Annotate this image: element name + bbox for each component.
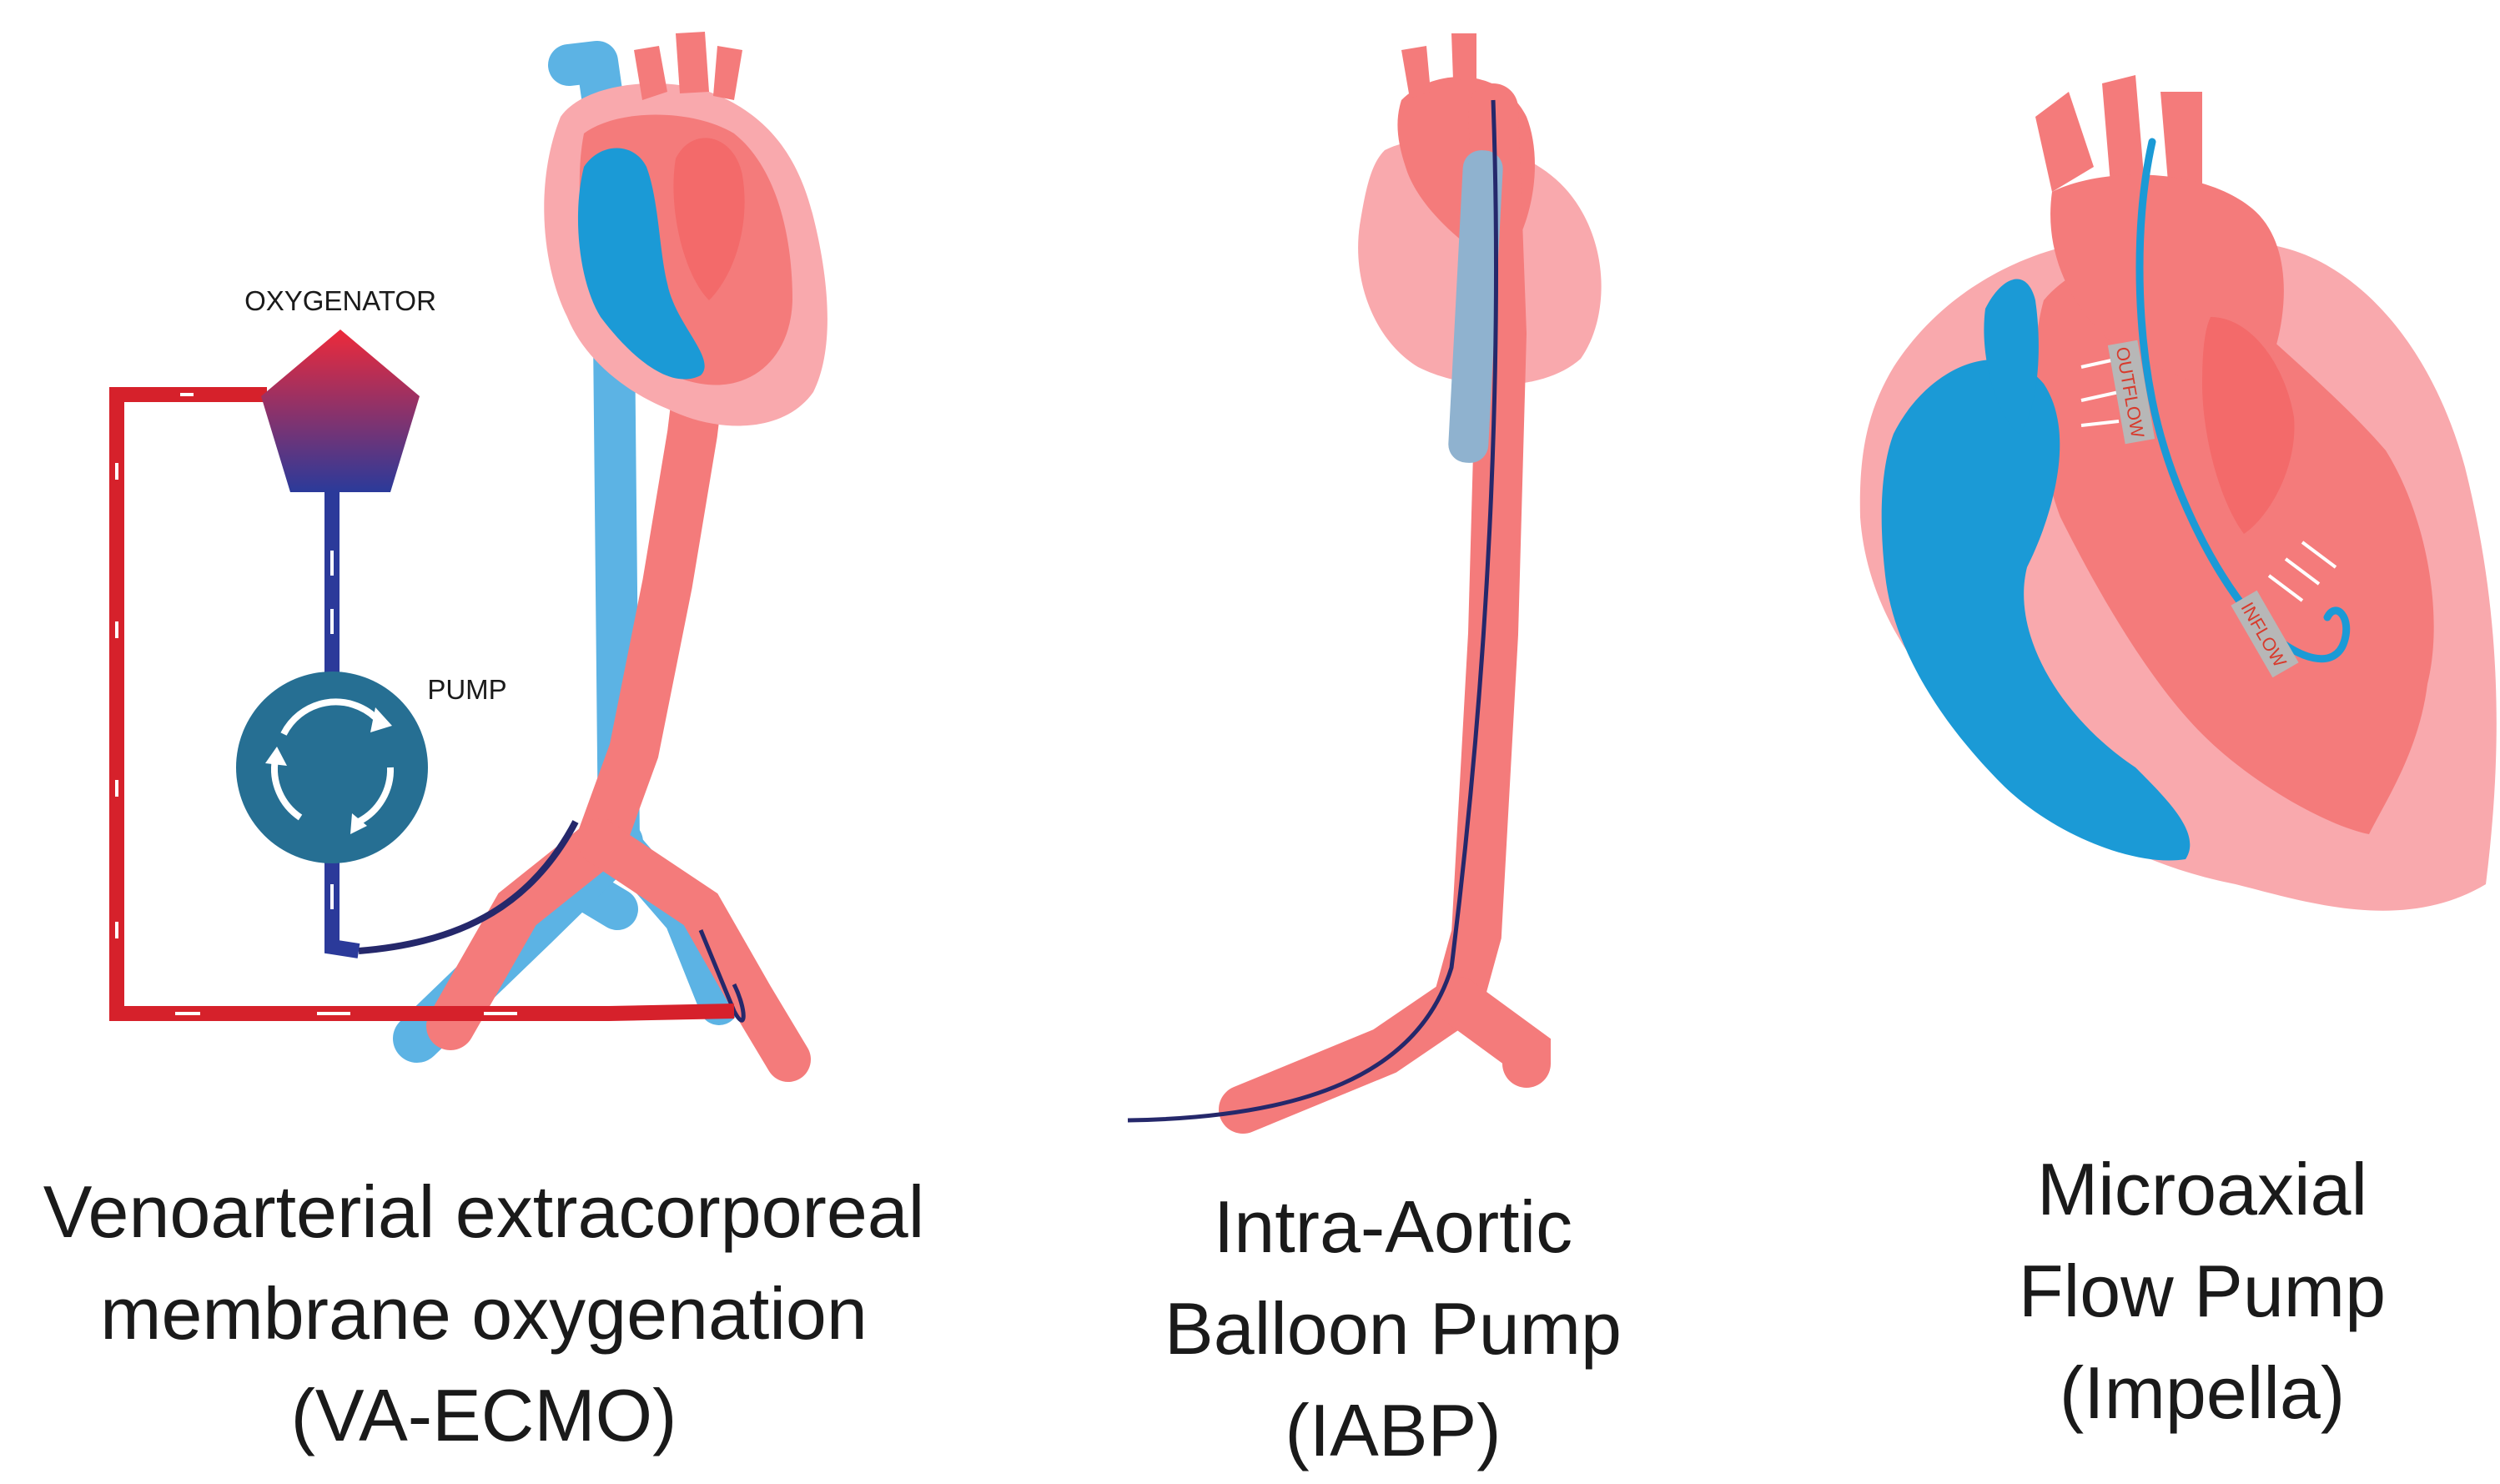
intra-aortic-balloon <box>1448 150 1503 463</box>
ecmo-heart <box>544 32 827 426</box>
iabp-caption-line-3: (IABP) <box>1285 1389 1502 1471</box>
iabp-catheter <box>1127 99 1498 1123</box>
ecmo-caption-line-2: membrane oxygenation <box>100 1272 868 1355</box>
iabp-caption: Intra-Aortic Balloon Pump (IABP) <box>1118 1176 1668 1481</box>
iabp-aorta <box>1219 83 1551 1134</box>
impella-caption: Microaxial Flow Pump (Impella) <box>1952 1139 2452 1444</box>
ecmo-caption-line-3: (VA-ECMO) <box>290 1374 677 1456</box>
iabp-caption-line-1: Intra-Aortic <box>1213 1185 1573 1268</box>
ecmo-caption-line-1: Venoarterial extracorporeal <box>43 1170 925 1253</box>
impella-heart <box>1859 75 2497 911</box>
impella-caption-line-3: (Impella) <box>2059 1351 2346 1434</box>
impella-catheter <box>2135 138 2351 663</box>
impella-panel: OUTFLOW INFLOW <box>1859 75 2497 911</box>
oxygenator-label: OXYGENATOR <box>244 285 436 316</box>
impella-caption-line-2: Flow Pump <box>2018 1250 2387 1332</box>
inflow-arrows-icon <box>2267 541 2337 602</box>
ecmo-caption: Venoarterial extracorporeal membrane oxy… <box>0 1161 968 1466</box>
oxygenator-icon <box>261 329 420 492</box>
pump-icon <box>236 672 428 863</box>
ecmo-venous-cannula <box>358 820 579 954</box>
impella-caption-line-1: Microaxial <box>2036 1148 2368 1230</box>
ecmo-circuit-blue <box>324 488 360 958</box>
iabp-panel <box>1127 33 1602 1134</box>
ecmo-arterial-cannula <box>698 929 746 1023</box>
pump-label: PUMP <box>427 674 506 705</box>
iabp-caption-line-2: Balloon Pump <box>1164 1287 1622 1370</box>
ecmo-circuit-red <box>109 387 735 1021</box>
ecmo-panel: OXYGENATOR PUMP <box>109 32 827 1082</box>
